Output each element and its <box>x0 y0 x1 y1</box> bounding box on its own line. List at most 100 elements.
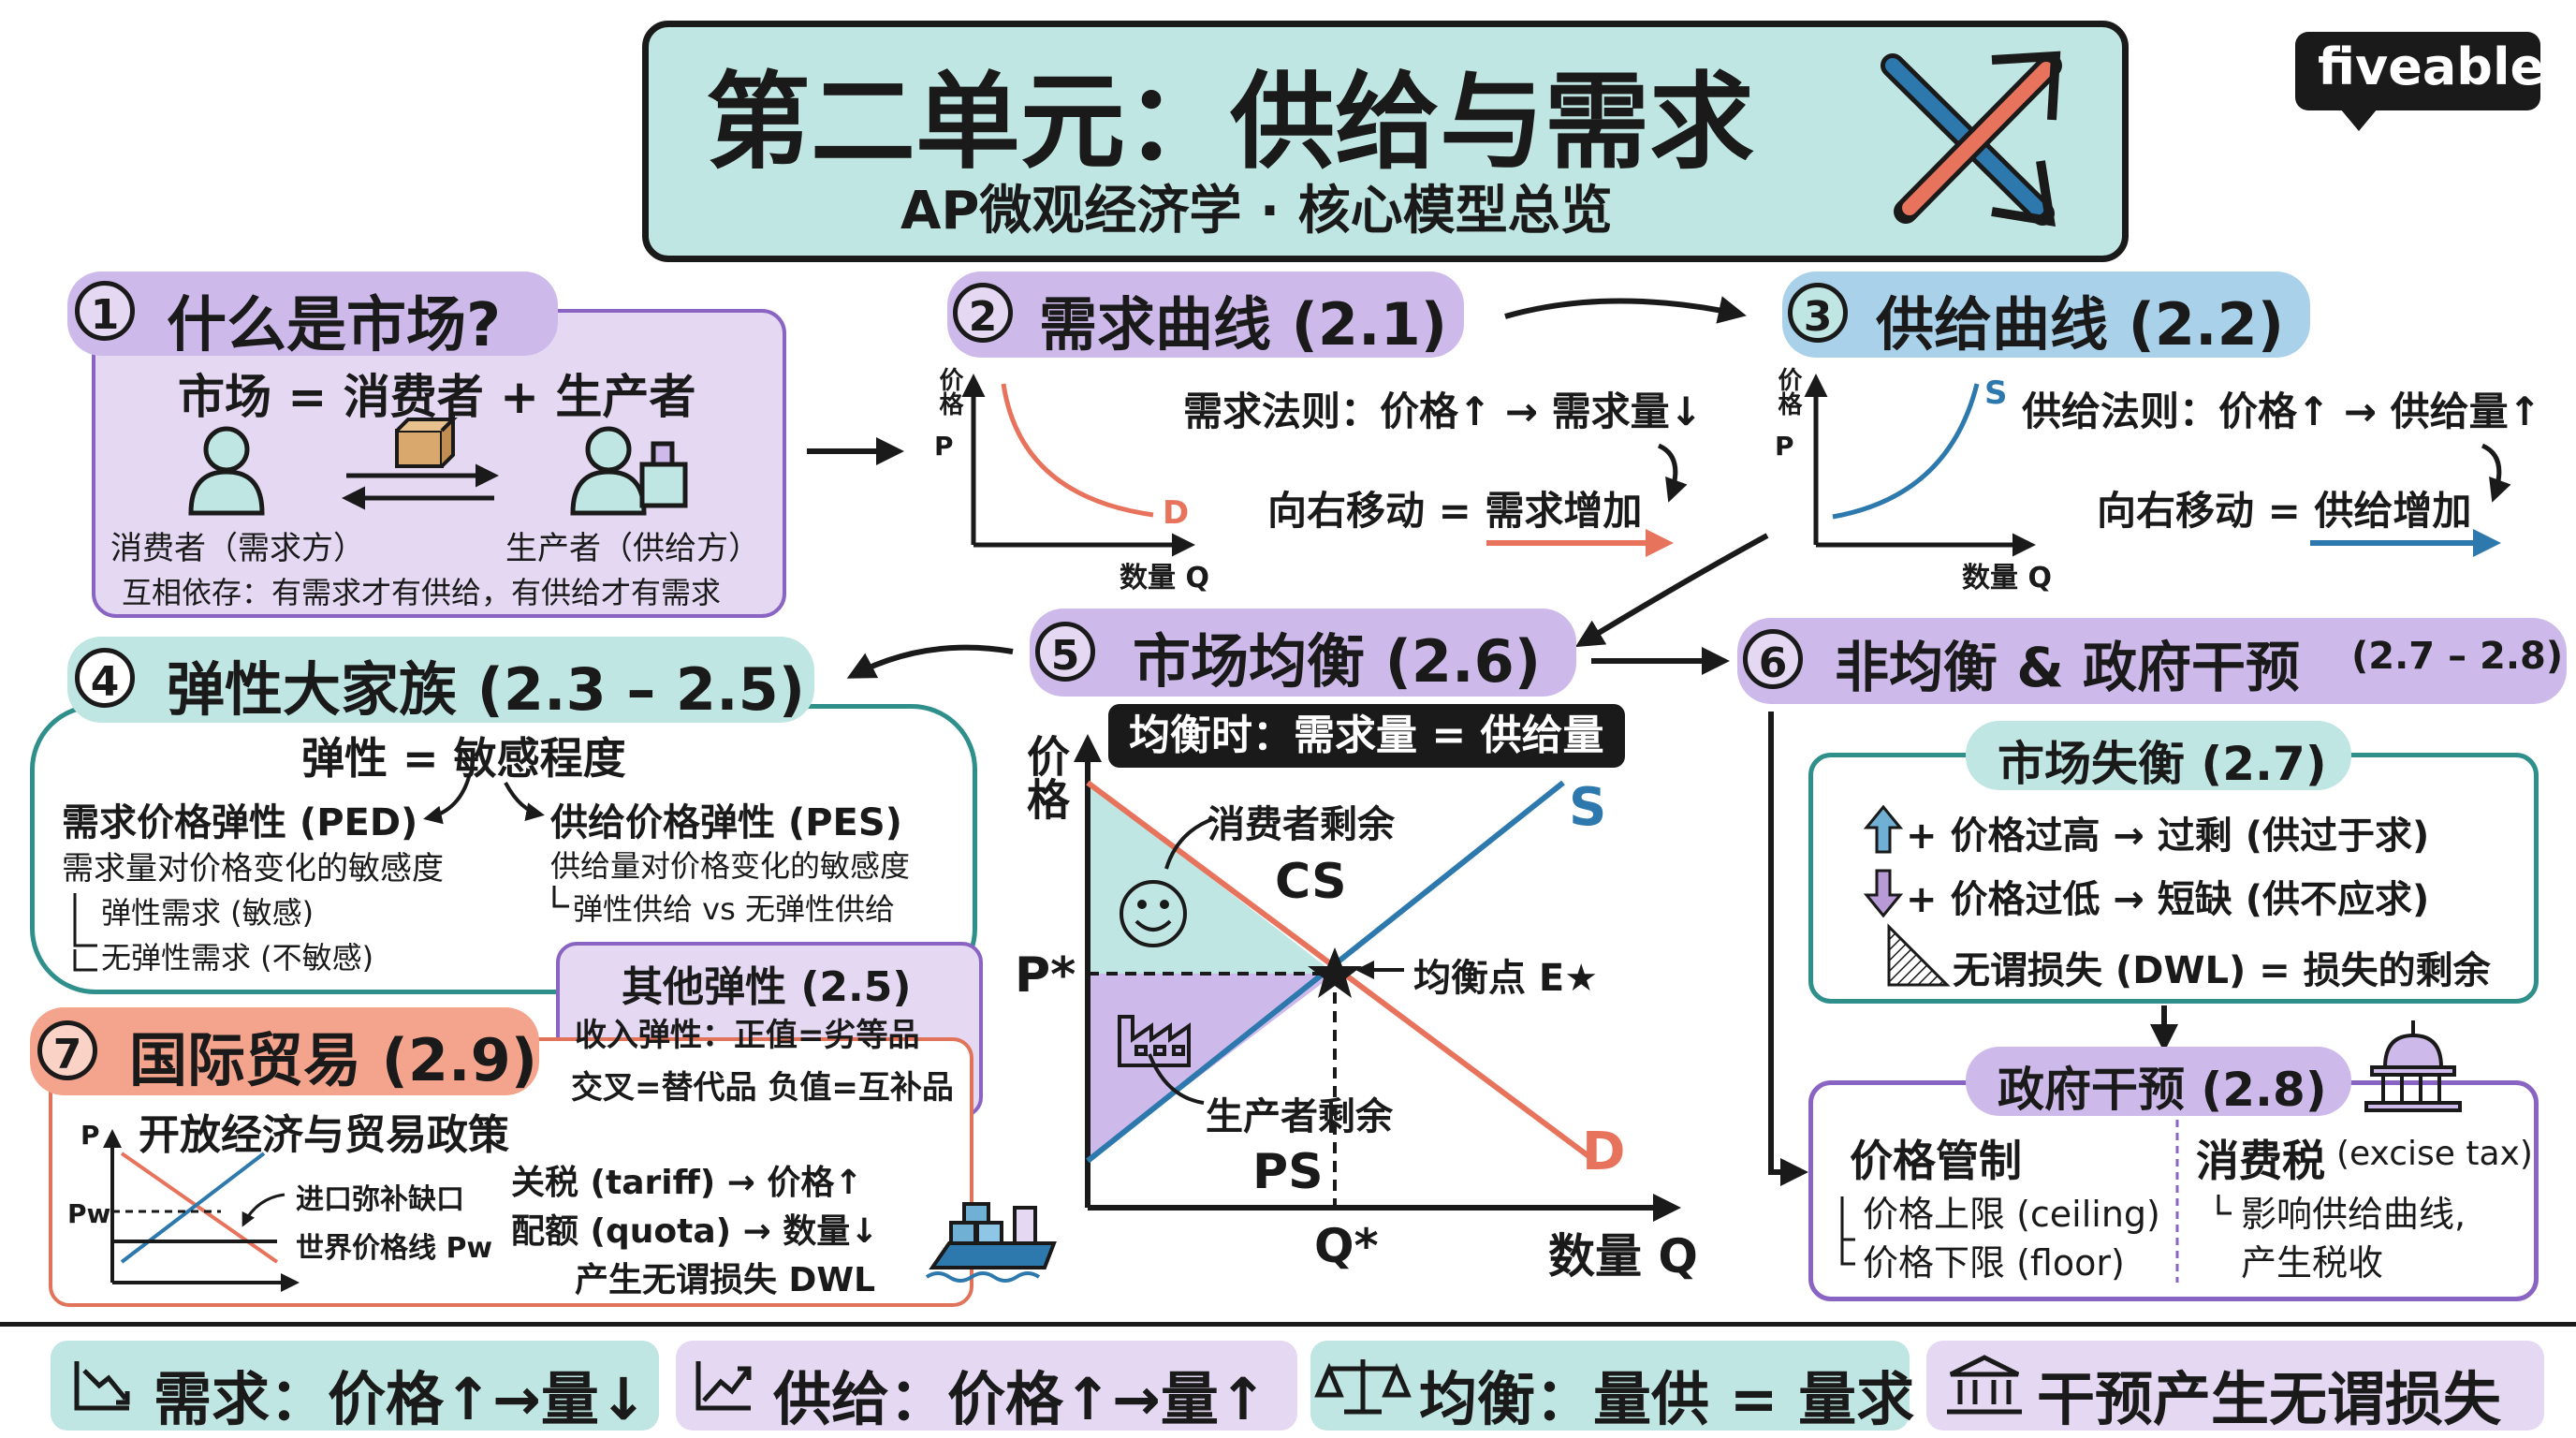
world-price-label: 世界价格线 Pw <box>296 1232 493 1265</box>
supply-demand-logo-icon <box>1881 51 2062 227</box>
section-7-title: 国际贸易 (2.9) <box>129 1026 538 1094</box>
equilibrium-y-axis: 价格 <box>1020 734 1071 820</box>
surplus-rule: + 价格过高 → 过剩 (供过于求) <box>1906 814 2430 858</box>
supply-chart-icon <box>695 1361 752 1411</box>
deadweight-loss-def: 无谓损失 (DWL) = 损失的剩余 <box>1953 949 2491 992</box>
section-4-title-pill <box>67 637 814 723</box>
section-5-title-pill <box>1030 609 1576 697</box>
demand-curve-label: D <box>1163 494 1190 532</box>
supply-y-symbol: P <box>1775 431 1794 462</box>
market-equation: 市场 = 消费者 + 生产者 <box>178 370 696 424</box>
producer-surplus-abbr: PS <box>1252 1144 1324 1200</box>
section-3-title: 供给曲线 (2.2) <box>1876 290 2285 359</box>
balance-scale-icon <box>1314 1359 1412 1415</box>
footer-supply-pill <box>676 1341 1297 1431</box>
elasticity-definition: 弹性 = 敏感程度 <box>301 733 626 784</box>
package-box-icon <box>395 415 458 468</box>
section-6-number: 6 <box>1743 629 1803 689</box>
trade-subtitle: 开放经济与贸易政策 <box>139 1111 509 1159</box>
page-subtitle: AP微观经济学 · 核心模型总览 <box>900 181 1613 242</box>
section-1-title-pill <box>67 271 558 356</box>
government-title: 政府干预 (2.8) <box>1998 1063 2327 1117</box>
institution-icon <box>1947 1355 2022 1415</box>
excise-tax-title: 消费税 <box>2196 1136 2325 1186</box>
equilibrium-star-icon <box>1308 947 1362 998</box>
section-5-number: 5 <box>1035 622 1095 682</box>
supply-mini-graph <box>1804 374 2036 557</box>
supply-curve <box>1832 383 1980 520</box>
section-2-title-pill <box>947 271 1464 358</box>
arrow-up-icon <box>1863 804 1904 854</box>
smiley-icon <box>1120 880 1187 947</box>
producer-label: 生产者（供给方） <box>505 530 760 567</box>
pes-description: 供给量对价格变化的敏感度 <box>550 848 911 884</box>
government-box <box>1808 1080 2539 1301</box>
government-building-icon <box>2364 1020 2462 1112</box>
section-7-title-pill <box>30 1007 539 1095</box>
law-of-demand: 需求法则：价格↑ → 需求量↓ <box>1183 389 1703 434</box>
section-4-title: 弹性大家族 (2.3 – 2.5) <box>167 655 806 724</box>
pes-comparison: 弹性供给 vs 无弹性供给 <box>573 891 895 927</box>
ped-elastic: 弹性需求 (敏感) <box>101 895 315 931</box>
footer-intervention-text: 干预产生无谓损失 <box>2037 1365 2502 1433</box>
section-1-number: 1 <box>75 281 135 341</box>
supply-y-axis-label: 价格 <box>1774 367 1802 416</box>
other-elasticity-title: 其他弹性 (2.5) <box>622 963 912 1011</box>
interdependence-note: 互相依存：有需求才有供给，有供给才有需求 <box>122 575 722 610</box>
supply-shift: 向右移动 = 供给增加 <box>2097 488 2472 534</box>
price-control-title: 价格管制 <box>1850 1136 2022 1186</box>
disequilibrium-title-pill <box>1966 721 2351 790</box>
shortage-rule: + 价格过低 → 短缺 (供不应求) <box>1906 878 2430 921</box>
demand-chart-icon <box>74 1361 130 1411</box>
section-4-number: 4 <box>75 648 135 708</box>
demand-shift: 向右移动 = 需求增加 <box>1267 488 1643 534</box>
demand-y-axis-label: 价格 <box>935 367 963 416</box>
equilibrium-x-axis: 数量 Q <box>1548 1229 1698 1284</box>
cross-elasticity: 交叉=替代品 负值=互补品 <box>571 1069 954 1107</box>
footer-supply-text: 供给：价格↑→量↑ <box>773 1365 1267 1433</box>
consumer-surplus-label: 消费者剩余 <box>1208 803 1395 846</box>
section-6-title-pill <box>1737 618 2567 704</box>
ped-description: 需求量对价格变化的敏感度 <box>62 850 444 888</box>
header-banner <box>642 21 2129 262</box>
section-1-title: 什么是市场? <box>167 291 502 360</box>
page-title: 第二单元：供给与需求 <box>706 62 1754 183</box>
consumer-person-icon <box>188 426 265 516</box>
demand-x-axis-label: 数量 Q <box>1120 562 1209 594</box>
quota-effect: 配额 (quota) → 数量↓ <box>511 1212 879 1251</box>
disequilibrium-title: 市场失衡 (2.7) <box>1998 737 2327 791</box>
section-2-title: 需求曲线 (2.1) <box>1039 290 1448 359</box>
trade-p-label: P <box>80 1120 100 1151</box>
p-star-label: P* <box>1015 947 1076 1004</box>
section-3-number: 3 <box>1788 283 1848 343</box>
supply-curve-label: S <box>1984 374 2008 412</box>
section-6-range: (2.7 – 2.8) <box>2351 635 2564 678</box>
excise-tax-english: (excise tax) <box>2336 1135 2533 1173</box>
section-3-title-pill <box>1782 271 2310 358</box>
fiveable-logo <box>2295 32 2540 131</box>
cargo-ship-icon <box>925 1202 1057 1283</box>
footer-divider <box>0 1322 2576 1327</box>
deadweight-triangle-icon <box>1887 923 1951 987</box>
ped-title: 需求价格弹性 (PED) <box>62 801 418 844</box>
footer-demand-pill <box>51 1341 659 1431</box>
supply-s-label: S <box>1569 777 1607 838</box>
producer-surplus-label: 生产者剩余 <box>1206 1095 1393 1138</box>
footer-intervention-pill <box>1926 1341 2544 1431</box>
equilibrium-point-label: 均衡点 E★ <box>1413 957 1599 1000</box>
ped-inelastic: 无弹性需求 (不敏感) <box>101 940 374 976</box>
footer-demand-text: 需求：价格↑→量↓ <box>154 1365 648 1433</box>
excise-tax-effect-1: 影响供给曲线, <box>2241 1194 2466 1235</box>
fiveable-brand-text[interactable]: fiveable <box>2318 37 2545 96</box>
demand-mini-graph <box>961 374 1195 557</box>
import-gap-label: 进口弥补缺口 <box>296 1183 464 1216</box>
trade-pw-label: Pw <box>67 1198 111 1229</box>
demand-curve <box>1001 383 1154 518</box>
footer-equilibrium-text: 均衡：量供 = 量求 <box>1419 1365 1915 1433</box>
trade-mini-graph <box>103 1129 300 1292</box>
factory-icon <box>1118 1015 1191 1067</box>
supply-x-axis-label: 数量 Q <box>1962 562 2052 594</box>
pes-title: 供给价格弹性 (PES) <box>550 801 902 844</box>
section-5-title: 市场均衡 (2.6) <box>1133 627 1542 696</box>
